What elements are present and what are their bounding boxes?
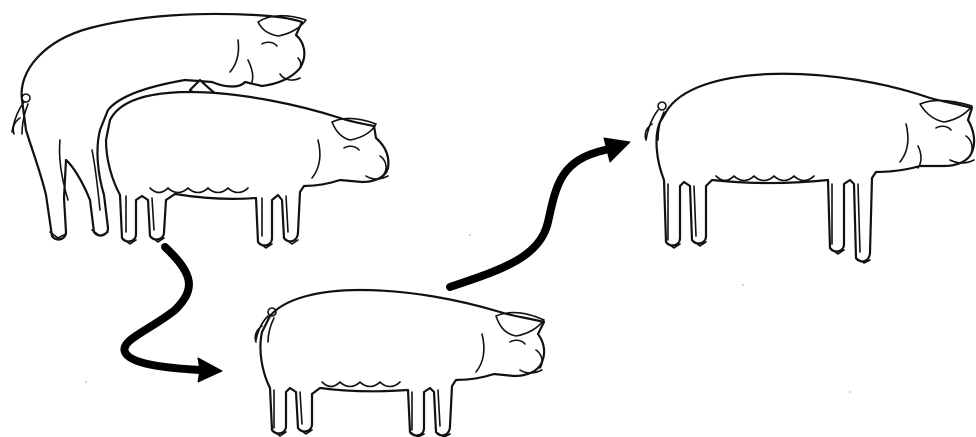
arrow-1-shaft [124, 247, 200, 370]
arrow-2-shaft [450, 150, 605, 287]
arrow-gestation-to-farrowing [450, 138, 630, 287]
stage-farrowing [645, 74, 974, 263]
sow-icon [255, 290, 544, 437]
sow-body-2 [260, 290, 544, 435]
arrow-2-head [604, 138, 630, 162]
arrow-1-head [198, 358, 222, 382]
sow-body-1 [106, 92, 388, 245]
sow-icon [106, 92, 388, 248]
stage-mating [12, 14, 388, 248]
sow-icon [645, 74, 974, 263]
arrow-mating-to-gestation [124, 247, 222, 382]
stage-gestation [255, 290, 544, 437]
